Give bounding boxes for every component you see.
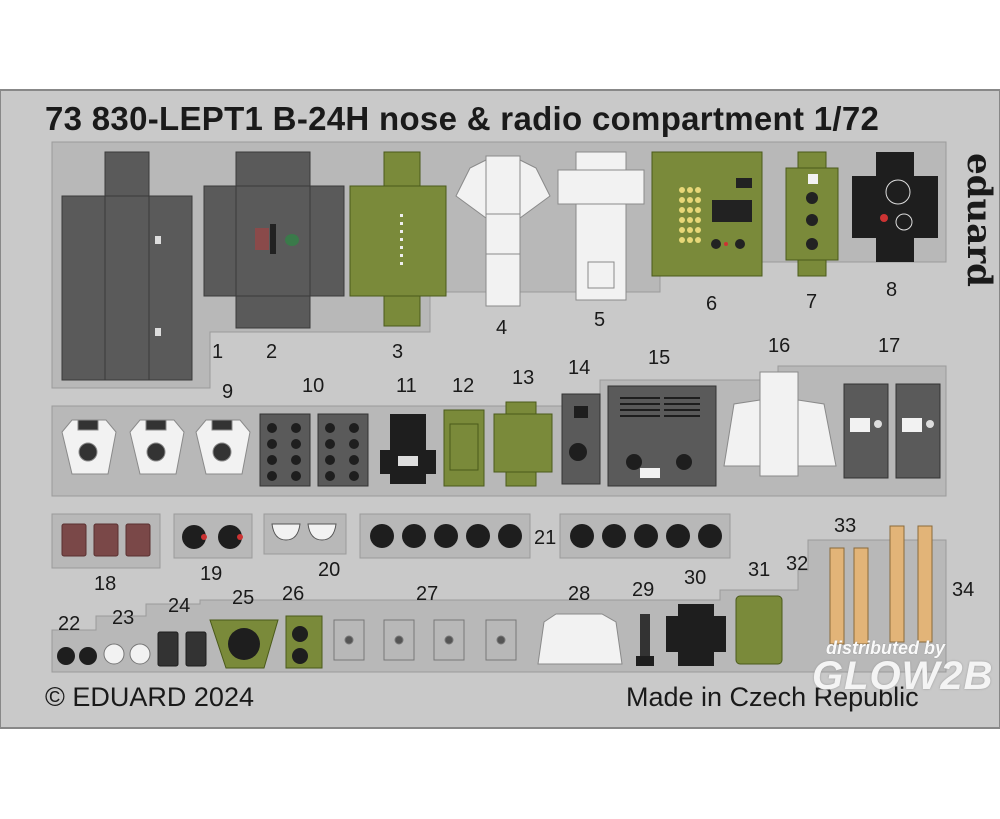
- part-number-27: 27: [416, 583, 438, 605]
- watermark-logo: GLOW2B: [812, 654, 994, 698]
- part-number-14: 14: [568, 357, 590, 379]
- part-20: [271, 523, 337, 541]
- part-number-6: 6: [706, 293, 717, 315]
- part-25: [209, 619, 279, 669]
- part-11: [380, 414, 436, 484]
- part-23: [103, 643, 151, 665]
- part-16: [723, 371, 837, 477]
- copyright-text: © EDUARD 2024: [45, 682, 254, 712]
- part-2: [203, 151, 345, 329]
- part-30: [666, 604, 726, 666]
- part-9: [61, 419, 251, 475]
- part-12: [443, 409, 485, 487]
- part-number-34: 34: [952, 579, 974, 601]
- part-number-13: 13: [512, 367, 534, 389]
- part-number-5: 5: [594, 309, 605, 331]
- fret-title: 73 830-LEPT1 B-24H nose & radio compartm…: [45, 100, 880, 137]
- part-31: [735, 595, 783, 665]
- part-8: [852, 152, 938, 262]
- part-6: [651, 151, 763, 277]
- part-28: [537, 613, 623, 665]
- part-number-16: 16: [768, 335, 790, 357]
- part-number-21: 21: [534, 527, 556, 549]
- part-number-17: 17: [878, 335, 900, 357]
- part-24: [157, 631, 207, 667]
- part-26: [285, 615, 323, 669]
- part-number-4: 4: [496, 317, 507, 339]
- part-number-25: 25: [232, 587, 254, 609]
- part-13: [493, 401, 553, 487]
- part-number-12: 12: [452, 375, 474, 397]
- part-33: [829, 547, 869, 645]
- part-22: [57, 647, 97, 665]
- part-number-3: 3: [392, 341, 403, 363]
- part-10: [259, 413, 369, 487]
- part-number-28: 28: [568, 583, 590, 605]
- part-number-29: 29: [632, 579, 654, 601]
- part-15: [607, 385, 717, 487]
- part-27: [333, 619, 517, 661]
- part-number-33: 33: [834, 515, 856, 537]
- part-14: [561, 393, 601, 485]
- part-1: [61, 151, 193, 381]
- part-number-9: 9: [222, 381, 233, 403]
- part-number-24: 24: [168, 595, 190, 617]
- part-number-7: 7: [806, 291, 817, 313]
- eduard-logo: eduard: [958, 153, 999, 287]
- part-number-31: 31: [748, 559, 770, 581]
- part-number-26: 26: [282, 583, 304, 605]
- part-17: [843, 383, 941, 479]
- watermark-line1: distributed by: [826, 638, 946, 658]
- part-29: [636, 614, 654, 666]
- part-number-8: 8: [886, 279, 897, 301]
- part-number-18: 18: [94, 573, 116, 595]
- part-7: [785, 151, 839, 277]
- part-number-30: 30: [684, 567, 706, 589]
- part-number-2: 2: [266, 341, 277, 363]
- part-3: [349, 151, 447, 327]
- part-number-labels: 1 2 3 4 5 6 7 8 9 10 11 12 13 14 15 16 1…: [58, 279, 974, 635]
- part-number-1: 1: [212, 341, 223, 363]
- part-5: [557, 151, 645, 301]
- part-number-11: 11: [396, 375, 417, 397]
- part-number-22: 22: [58, 613, 80, 635]
- part-18: [61, 523, 151, 557]
- made-in-text: Made in Czech Republic: [626, 682, 919, 712]
- part-19: [182, 525, 243, 549]
- part-number-32: 32: [786, 553, 808, 575]
- part-4: [455, 155, 551, 307]
- part-number-15: 15: [648, 347, 670, 369]
- part-number-20: 20: [318, 559, 340, 581]
- part-number-23: 23: [112, 607, 134, 629]
- part-21: [370, 524, 722, 548]
- part-34: [889, 525, 933, 643]
- part-number-19: 19: [200, 563, 222, 585]
- part-number-10: 10: [302, 375, 324, 397]
